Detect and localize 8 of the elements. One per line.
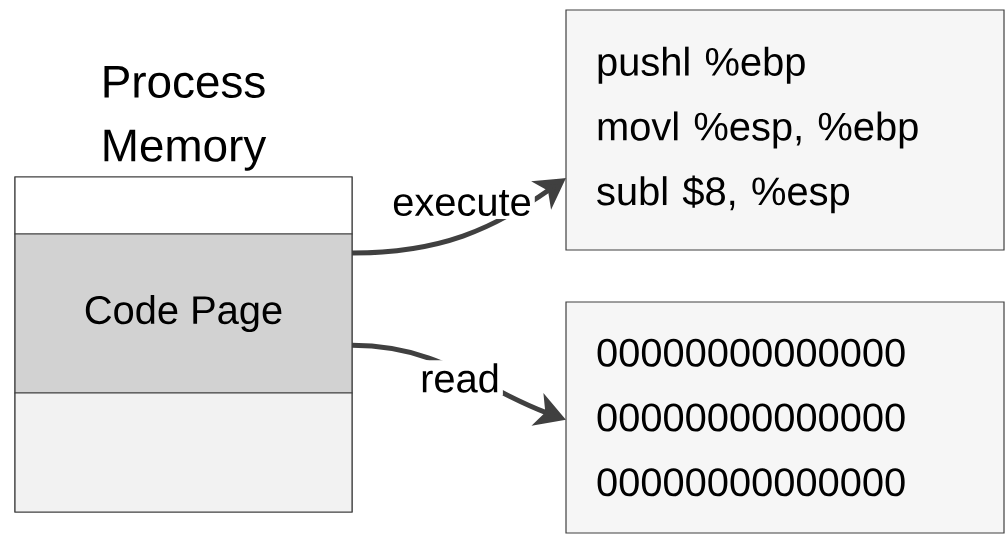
memory-region (14, 176, 353, 235)
memory-region: Code Page (14, 233, 353, 394)
edge-label: read (417, 360, 503, 396)
data-box: 00000000000000 00000000000000 00000000000000 (565, 301, 1005, 534)
memory-region (14, 392, 353, 513)
node-label: Process Memory (104, 65, 267, 171)
code-box: pushl %ebp movl %esp, %ebp subl $8, %esp (565, 9, 1005, 251)
edge-label: execute (389, 186, 535, 220)
